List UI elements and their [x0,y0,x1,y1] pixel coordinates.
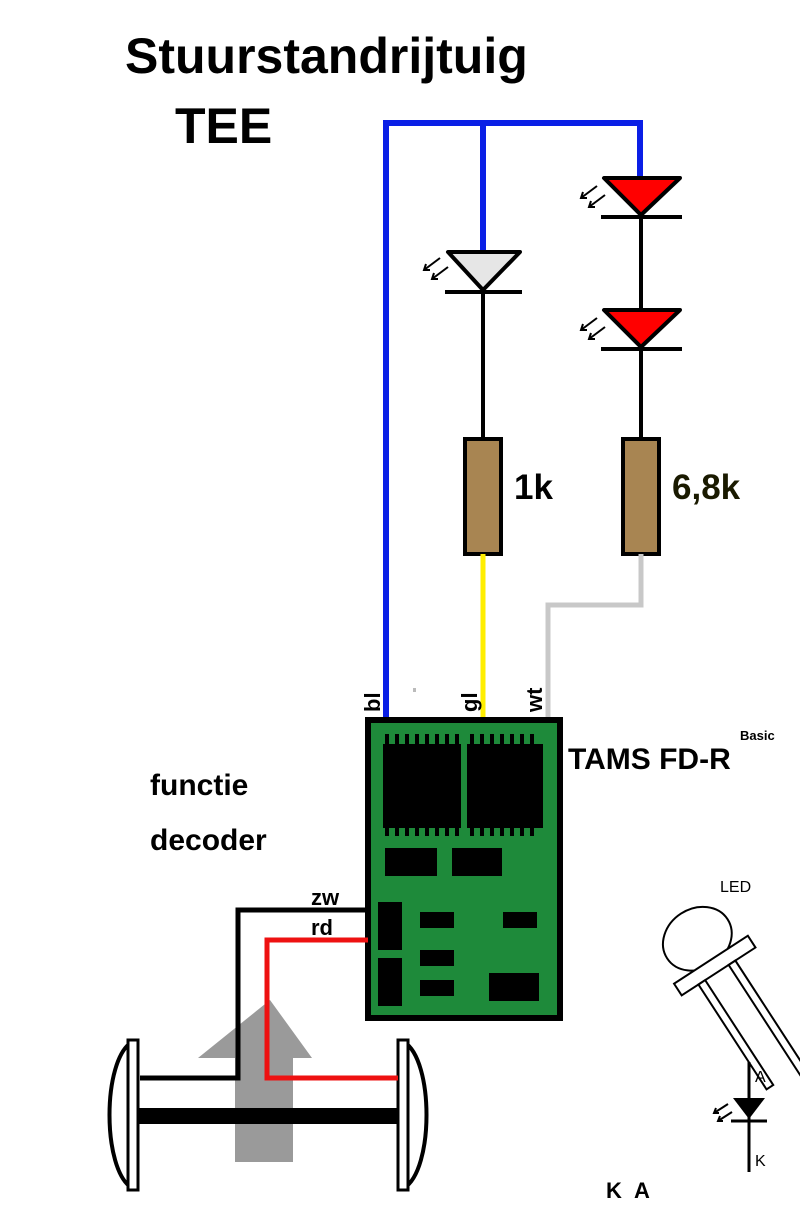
light-emission-arrows-icon [579,185,606,208]
component [420,950,454,966]
component [503,912,537,928]
pin-header [385,734,534,744]
led-pin-anode [727,959,800,1084]
chip-left [383,744,461,828]
pin-footer [385,828,534,836]
black-wire [140,907,368,1081]
wire-label-blue: bl [360,692,385,712]
decoder-board [365,717,563,1021]
decoder-caption-line2: decoder [150,824,267,857]
decoder-model: TAMS FD-R [568,743,731,776]
light-emission-arrows-icon [579,317,606,340]
component [420,980,454,996]
title-line2: TEE [175,98,272,154]
resistor-right-value: 6,8k [672,468,741,507]
white-led [422,250,522,294]
component [378,902,402,950]
title-line1: Stuurstandrijtuig [125,28,528,84]
red-wire [264,937,398,1081]
white-wire [545,554,644,718]
wheelset [107,1038,429,1192]
wire-stub-mark [413,688,416,692]
component [385,848,437,876]
decoder-model-sup: Basic [740,728,775,743]
red-led-top [579,176,682,219]
red-led-bottom [579,308,682,351]
component [489,973,539,1001]
led-illustration-label: LED [720,879,751,896]
chip-right [467,744,543,828]
decoder-caption-line1: functie [150,769,248,802]
led-symbol: A K [712,1062,767,1172]
led-symbol-anode-label: A [755,1069,766,1086]
wire-label-yellow: gl [457,692,482,712]
wire-label-white: wt [522,687,547,713]
led-pin-a-label: A [634,1178,650,1203]
resistor-right [621,437,661,556]
led-pin-cathode [697,978,775,1091]
component [420,912,454,928]
light-emission-arrows-icon [422,257,449,280]
led-symbol-cathode-label: K [755,1153,766,1170]
wire-label-black: zw [311,885,340,910]
wire-label-red: rd [311,915,333,940]
component [452,848,502,876]
led-illustration: LED K A [606,879,800,1203]
blue-wire [383,120,643,718]
upward-arrow-icon [198,1000,312,1162]
component [378,958,402,1006]
light-emission-arrows-icon [712,1103,733,1122]
resistor-left [463,437,503,556]
led-pin-k-label: K [606,1178,622,1203]
resistor-left-value: 1k [514,468,553,507]
